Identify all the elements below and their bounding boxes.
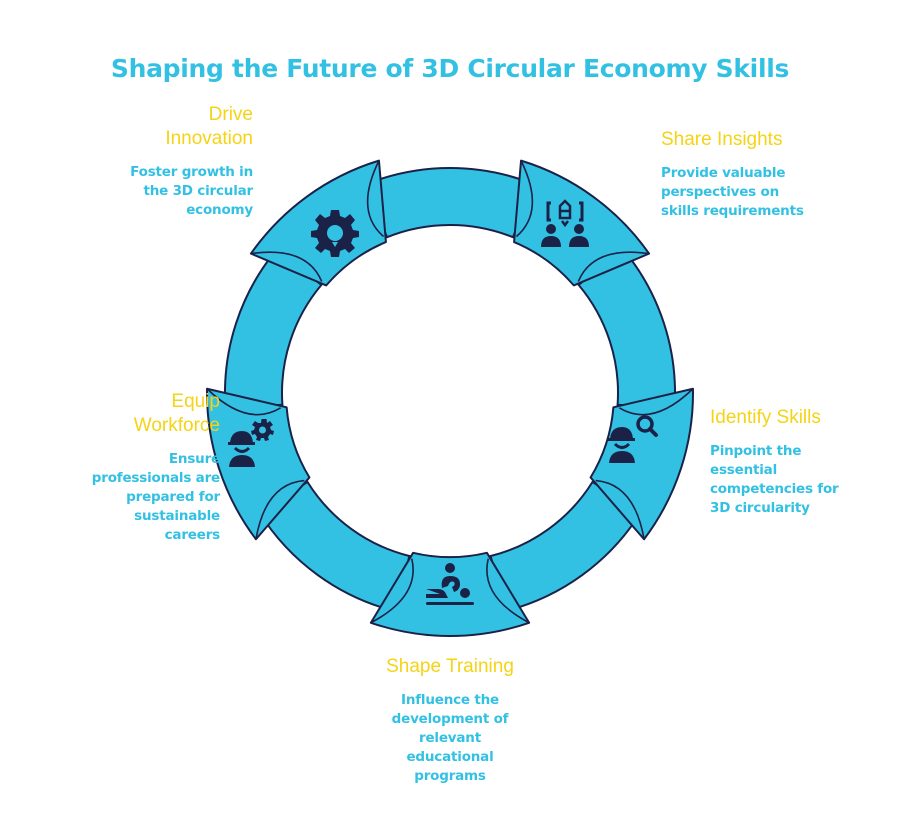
description-line: development of <box>391 711 509 727</box>
ring-segment-shape-training <box>369 551 531 637</box>
description-line: professionals are <box>91 470 220 486</box>
segment-fold-line <box>618 388 694 416</box>
step-equip-workforce: Equip Workforce Ensure professionals are… <box>30 390 220 545</box>
step-description: Foster growth in the 3D circular economy <box>60 163 253 220</box>
step-heading: Identify Skills <box>710 406 880 430</box>
heading-line: Identify Skills <box>710 407 821 428</box>
step-heading: Drive Innovation <box>60 103 253 151</box>
segment-fold-line <box>206 388 282 416</box>
step-heading: Equip Workforce <box>30 390 220 438</box>
step-description: Influence the development of relevant ed… <box>350 691 550 786</box>
description-line: perspectives on <box>661 184 779 200</box>
description-line: skills requirements <box>661 203 804 219</box>
diagram-title: Shaping the Future of 3D Circular Econom… <box>110 54 790 83</box>
segment-fold-line <box>595 479 645 540</box>
step-description: Provide valuable perspectives on skills … <box>661 164 861 221</box>
segment-fold-line <box>370 558 414 624</box>
step-heading: Shape Training <box>350 655 550 679</box>
description-line: careers <box>164 527 221 543</box>
worker-search-icon <box>608 415 658 463</box>
ring-segment-identify-skills <box>589 387 694 541</box>
step-share-insights: Share Insights Provide valuable perspect… <box>661 128 861 221</box>
description-line: Influence the <box>401 692 499 708</box>
heading-line: Workforce <box>133 415 220 436</box>
description-line: educational <box>406 749 494 765</box>
description-line: essential <box>710 462 778 478</box>
description-line: prepared for <box>126 489 220 505</box>
description-line: relevant <box>419 730 481 746</box>
trainer-icon <box>426 563 474 605</box>
description-line: competencies for <box>710 481 839 497</box>
people-discussion-icon <box>541 199 589 247</box>
segment-fold-line <box>250 251 323 282</box>
description-line: Foster growth in <box>130 164 253 180</box>
description-line: Pinpoint the <box>710 443 802 459</box>
ring-segment-equip-workforce <box>206 387 311 541</box>
step-shape-training: Shape Training Influence the development… <box>350 655 550 786</box>
gear-icon <box>311 210 359 257</box>
heading-line: Shape Training <box>386 656 514 677</box>
worker-gear-icon <box>228 419 274 467</box>
heading-line: Share Insights <box>661 129 783 150</box>
step-description: Ensure professionals are prepared for su… <box>30 450 220 545</box>
ring-segment-share-insights <box>513 159 651 287</box>
segment-fold-line <box>515 160 534 238</box>
segment-fold-line <box>486 558 530 624</box>
description-line: the 3D circular <box>143 183 253 199</box>
ring-band <box>364 167 536 239</box>
step-identify-skills: Identify Skills Pinpoint the essential c… <box>710 406 880 518</box>
description-line: programs <box>414 768 486 784</box>
description-line: Ensure <box>168 451 220 467</box>
segment-fold-line <box>577 251 650 282</box>
description-line: economy <box>186 202 253 218</box>
step-heading: Share Insights <box>661 128 861 152</box>
heading-line: Innovation <box>165 128 253 149</box>
step-drive-innovation: Drive Innovation Foster growth in the 3D… <box>60 103 253 220</box>
step-description: Pinpoint the essential competencies for … <box>710 442 880 518</box>
description-line: sustainable <box>134 508 220 524</box>
description-line: Provide valuable <box>661 165 786 181</box>
heading-line: Equip <box>171 391 220 412</box>
heading-line: Drive <box>208 104 253 125</box>
segment-fold-line <box>255 479 305 540</box>
segment-fold-line <box>366 160 385 238</box>
description-line: 3D circularity <box>710 500 810 516</box>
ring-icons <box>228 199 658 605</box>
